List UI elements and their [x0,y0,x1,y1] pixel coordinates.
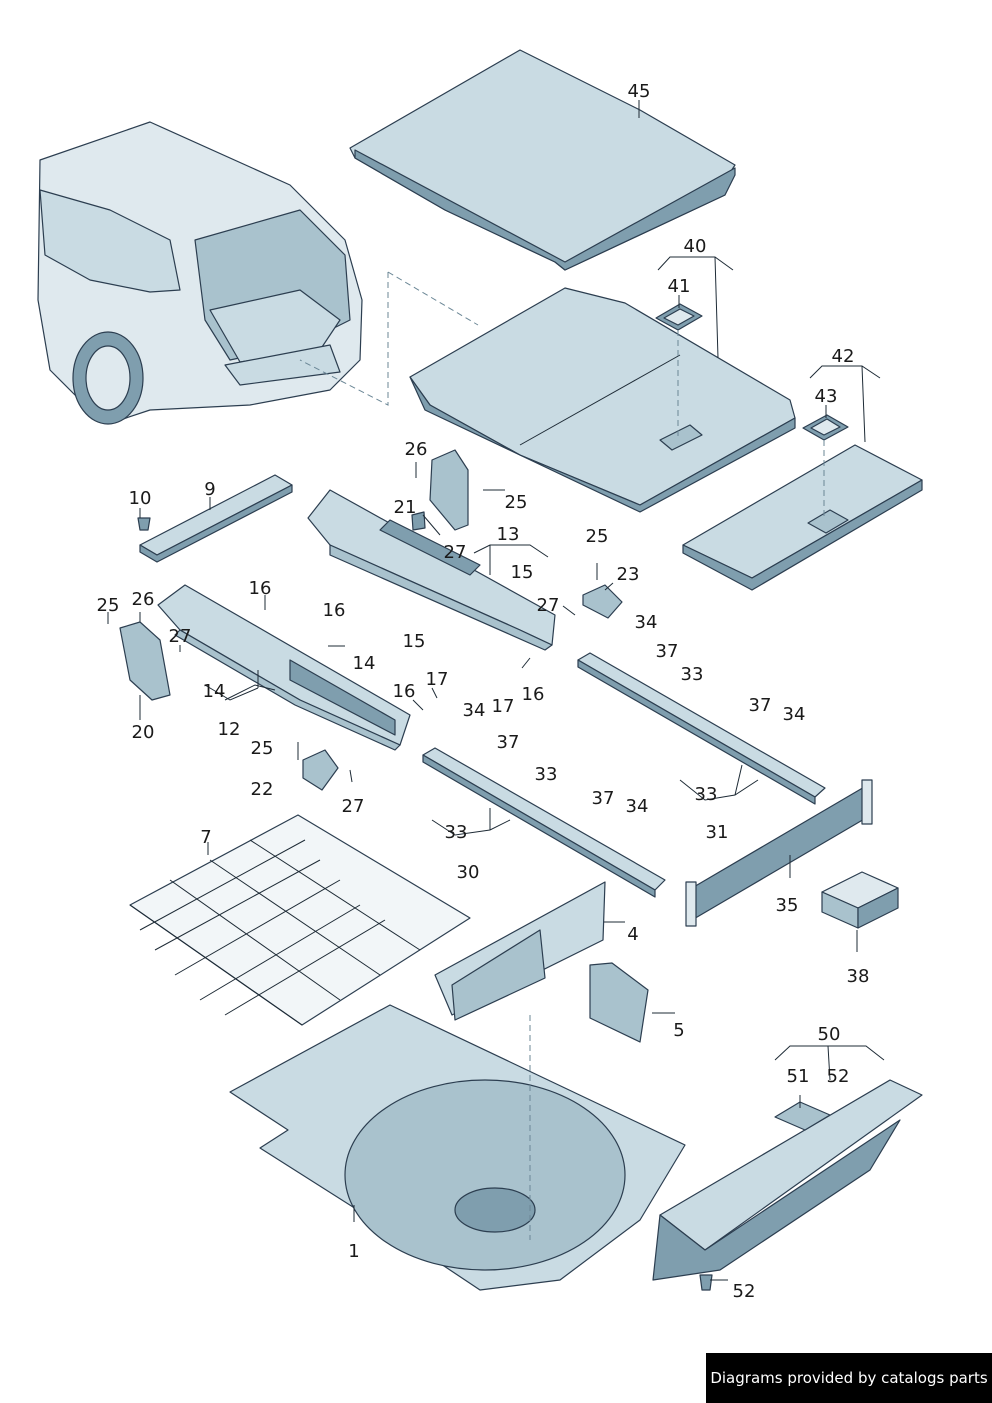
label-34-b: 34 [463,700,486,721]
attribution-footer: Diagrams provided by catalogs parts [706,1353,992,1403]
label-50: 50 [818,1024,841,1045]
label-27-left: 27 [169,626,192,647]
label-34-d: 34 [626,796,649,817]
label-16-low: 16 [393,681,416,702]
label-20: 20 [132,722,155,743]
label-22: 22 [251,779,274,800]
label-26-top: 26 [405,439,428,460]
vehicle-callout-line [299,271,479,406]
label-17-low: 17 [492,696,515,717]
part-10-clip [137,517,151,531]
label-33-d: 33 [445,822,468,843]
label-37-c: 37 [497,732,520,753]
part-23-bracket [582,584,623,619]
label-33-b: 33 [535,764,558,785]
label-25-right: 25 [586,526,609,547]
label-41: 41 [668,276,691,297]
part-9-trim-strip [139,474,293,563]
label-26-left: 26 [132,589,155,610]
label-27-top: 27 [444,542,467,563]
part-20-bracket [119,621,171,701]
label-25-low: 25 [251,738,274,759]
label-27-right: 27 [537,595,560,616]
part-52-clip [699,1274,713,1291]
label-15-mid: 15 [403,631,426,652]
label-25-top: 25 [505,492,528,513]
label-33-c: 33 [695,784,718,805]
part-26-bracket [429,449,469,531]
label-10: 10 [129,488,152,509]
part-43-cover [802,414,849,441]
label-14-right: 14 [353,653,376,674]
label-37-d: 37 [592,788,615,809]
part-22-bracket [302,749,339,791]
leader-lines [107,100,885,1281]
label-52-top: 52 [827,1066,850,1087]
part-4-separator [434,881,606,1021]
label-14-left: 14 [203,681,226,702]
vehicle-illustration [37,121,363,425]
part-30-lashing-rail [422,747,666,898]
part-45-luggage-mat [349,49,736,271]
label-16-left: 16 [249,578,272,599]
label-43: 43 [815,386,838,407]
label-7: 7 [200,827,211,848]
label-16-mid: 16 [323,600,346,621]
label-45: 45 [628,81,651,102]
label-13: 13 [497,524,520,545]
label-5: 5 [673,1020,684,1041]
label-1: 1 [348,1241,359,1262]
label-40: 40 [684,236,707,257]
part-12-left-trim [157,584,411,751]
part-5-panel [589,962,649,1043]
label-52-low: 52 [733,1281,756,1302]
label-23: 23 [617,564,640,585]
part-42-floor-panel [682,444,923,591]
label-31: 31 [706,822,729,843]
label-33-a: 33 [681,664,704,685]
part-35-partition [685,779,873,927]
label-21: 21 [394,497,417,518]
label-30: 30 [457,862,480,883]
part-number-labels: 45 40 41 42 43 26 9 10 25 21 13 27 25 15… [97,81,870,1302]
label-25-left: 25 [97,595,120,616]
label-34-c: 34 [783,704,806,725]
label-37-b: 37 [749,695,772,716]
label-51: 51 [787,1066,810,1087]
label-27-low: 27 [342,796,365,817]
label-4: 4 [627,924,638,945]
label-34-a: 34 [635,612,658,633]
part-38-box [821,871,899,929]
part-1-spare-wheel-well [229,1004,686,1291]
label-9: 9 [204,479,215,500]
part-51-pad [774,1101,831,1131]
part-7-cargo-net [129,814,471,1026]
label-16-right: 16 [522,684,545,705]
label-38: 38 [847,966,870,987]
part-21-clip [411,511,426,531]
part-40-loading-floor [409,287,796,513]
part-31-lashing-rail [577,652,826,805]
label-35: 35 [776,895,799,916]
label-37-a: 37 [656,641,679,662]
label-12: 12 [218,719,241,740]
label-42: 42 [832,346,855,367]
label-15-top: 15 [511,562,534,583]
label-17-top: 17 [426,669,449,690]
part-13-rear-trim [307,489,556,651]
part-41-cover [655,303,703,331]
